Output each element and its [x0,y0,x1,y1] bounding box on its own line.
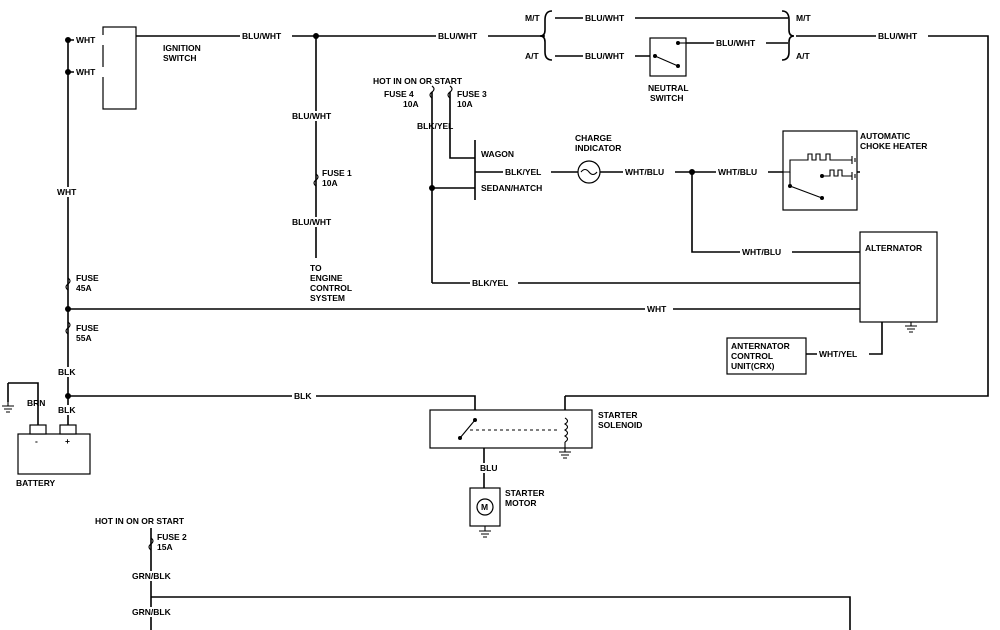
sedan-hatch-label: SEDAN/HATCH [481,183,542,193]
wire-label: BLK/YEL [417,121,453,131]
wire-label: BLK [58,405,76,415]
wire-label: BLU [480,463,497,473]
fuse4-label: FUSE 4 [384,89,414,99]
wire-label: BLK/YEL [505,167,541,177]
wire-lines [7,10,989,630]
alternator-control-unit-box [726,337,807,375]
fuse4-rating: 10A [403,99,419,109]
alternator-box [859,231,938,323]
ignition-switch-label: IGNITION [163,43,201,53]
fuse55-label: FUSE [76,323,99,333]
fuse45-label: FUSE [76,273,99,283]
junction-dots [65,33,695,399]
wire-label: BLU/WHT [438,31,478,41]
automatic-choke-heater [782,130,858,211]
wire-label: GRN/BLK [132,571,172,581]
ignition-switch-label: SWITCH [163,53,197,63]
fuse3-label: FUSE 3 [457,89,487,99]
labels: WHT WHT WHT BLU/WHT BLU/WHT BLU/WHT BLU/… [16,13,928,617]
ignition-switch-box [102,26,137,110]
engine-control-label: TO [310,263,322,273]
wire-label: WHT [57,187,77,197]
wire-label: BLU/WHT [585,51,625,61]
wire-label: BLU/WHT [585,13,625,23]
fuse45-rating: 45A [76,283,92,293]
wire-label: WHT/BLU [742,247,781,257]
wire-label: WHT/BLU [718,167,757,177]
fuse1-label: FUSE 1 [322,168,352,178]
wire-label: BLU/WHT [716,38,756,48]
wire-label: WHT [647,304,667,314]
mt-label-left: M/T [525,13,540,23]
neutral-switch-label: SWITCH [650,93,684,103]
wire-label: BLU/WHT [242,31,282,41]
starter-motor [469,487,501,538]
hot-note-top: HOT IN ON OR START [373,76,463,86]
fuse2-label: FUSE 2 [157,532,187,542]
neutral-switch [649,37,687,77]
neutral-switch-label: NEUTRAL [648,83,689,93]
starter-motor-label: STARTER [505,488,545,498]
charge-indicator-lamp [577,160,601,184]
engine-control-label: ENGINE [310,273,343,283]
charge-indicator-label: INDICATOR [575,143,621,153]
starter-solenoid [429,409,593,459]
fuse1-rating: 10A [322,178,338,188]
battery-label: BATTERY [16,478,56,488]
engine-control-label: CONTROL [310,283,352,293]
alternator-label: ALTERNATOR [865,243,922,253]
wagon-label: WAGON [481,149,514,159]
battery-pos-label: + [65,436,70,446]
fuse2-rating: 15A [157,542,173,552]
wire-label: WHT [76,35,96,45]
wire-label: WHT/YEL [819,349,857,359]
wire-label: BLK [58,367,76,377]
starter-solenoid-label: SOLENOID [598,420,642,430]
alt-control-unit-label: UNIT(CRX) [731,361,775,371]
at-label-left: A/T [525,51,540,61]
battery-neg-label: - [35,436,38,446]
alt-control-unit-label: ANTERNATOR [731,341,790,351]
charge-indicator-label: CHARGE [575,133,612,143]
wire-label: WHT/BLU [625,167,664,177]
alt-control-unit-label: CONTROL [731,351,773,361]
alternator-ground [905,322,917,333]
battery-symbol [2,402,91,475]
choke-heater-label: AUTOMATIC [860,131,910,141]
starter-solenoid-label: STARTER [598,410,638,420]
wire-label: GRN/BLK [132,607,172,617]
hot-note-bottom: HOT IN ON OR START [95,516,185,526]
choke-heater-label: CHOKE HEATER [860,141,927,151]
wire-label: BLU/WHT [292,111,332,121]
mt-label-right: M/T [796,13,811,23]
wire-label: BLU/WHT [878,31,918,41]
fuse-symbols [65,85,453,551]
fuse55-rating: 55A [76,333,92,343]
wire-label: BLK [294,391,312,401]
at-label-right: A/T [796,51,811,61]
engine-control-label: SYSTEM [310,293,345,303]
wire-label: BRN [27,398,45,408]
fuse3-rating: 10A [457,99,473,109]
starter-motor-label: MOTOR [505,498,536,508]
wire-label: WHT [76,67,96,77]
motor-symbol-label: M [481,502,488,512]
wire-label: BLK/YEL [472,278,508,288]
wire-label: BLU/WHT [292,217,332,227]
